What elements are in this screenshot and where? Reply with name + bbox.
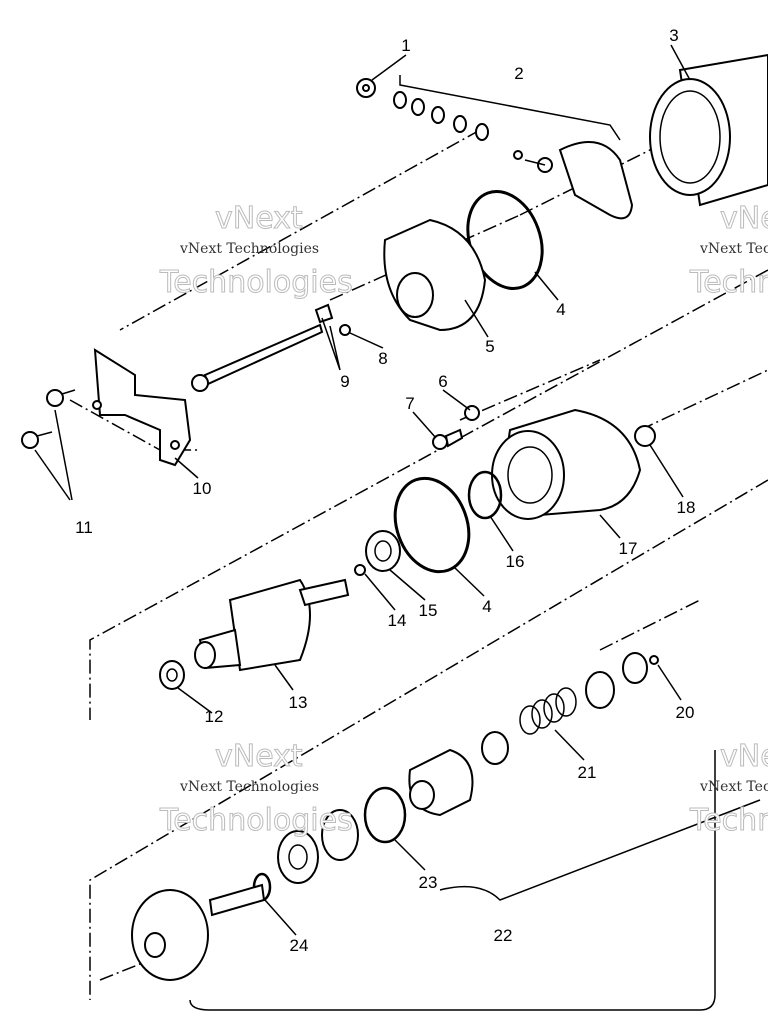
part-spring	[519, 687, 577, 735]
callout-4: 4	[556, 300, 565, 319]
callout-21: 21	[578, 763, 597, 782]
callout-22: 22	[494, 926, 513, 945]
part-armature	[194, 578, 350, 672]
part-washer-9	[314, 303, 334, 324]
part-front-housing	[491, 408, 642, 520]
part-collar	[585, 671, 615, 709]
callout-3: 3	[669, 26, 678, 45]
part-ring-23	[363, 786, 407, 844]
part-retainer	[321, 809, 359, 861]
assembly-axis-lines	[69, 75, 768, 1011]
callout-6: 6	[438, 372, 447, 391]
part-end-cover	[383, 218, 487, 332]
callout-17: 17	[619, 539, 638, 558]
callout-18: 18	[677, 498, 696, 517]
callout-16: 16	[506, 552, 525, 571]
callout-4: 4	[482, 597, 491, 616]
part-washer-8	[339, 324, 351, 336]
part-bearing-15	[365, 530, 401, 572]
callout-10: 10	[193, 479, 212, 498]
callout-11: 11	[75, 518, 93, 537]
callout-8: 8	[378, 349, 387, 368]
callout-leaders	[174, 44, 691, 936]
part-washer-lower	[277, 830, 319, 884]
part-through-bolt	[191, 323, 324, 392]
part-sleeve	[481, 731, 509, 765]
part-washer-14	[354, 564, 366, 576]
watermark-line2: Technologies	[689, 803, 768, 838]
part-bearing-20	[622, 652, 659, 684]
callout-9: 9	[340, 372, 349, 391]
part-o-ring-16	[467, 470, 503, 520]
watermark-line1: vNext	[215, 201, 303, 236]
part-bolts	[21, 389, 76, 501]
watermark-line1: vNext	[720, 201, 768, 236]
part-clutch	[408, 748, 474, 817]
part-nut	[356, 78, 376, 98]
watermark-caption: vNext Technologies	[179, 241, 319, 257]
part-washer-18	[634, 425, 656, 447]
part-bracket	[92, 348, 192, 467]
watermark-line1: vNext	[215, 739, 303, 774]
callout-23: 23	[419, 873, 438, 892]
watermark-line1: vNext	[720, 739, 768, 774]
callout-5: 5	[485, 337, 494, 356]
watermark-caption: vNext Technologies	[699, 241, 768, 257]
part-pinion-gear	[131, 883, 266, 981]
part-o-ring-4b	[393, 476, 471, 574]
part-brush-holder	[513, 141, 634, 220]
part-washer-set	[393, 91, 489, 141]
callout-24: 24	[290, 936, 309, 955]
watermark-caption: vNext Technologies	[699, 779, 768, 795]
part-yoke-housing	[649, 53, 768, 207]
watermark-caption: vNext Technologies	[179, 779, 319, 795]
watermark-line2: Technologies	[689, 265, 768, 300]
callout-20: 20	[676, 703, 695, 722]
callout-12: 12	[205, 707, 224, 726]
callout-13: 13	[289, 693, 308, 712]
callout-2: 2	[514, 64, 523, 83]
part-bearing-12	[159, 660, 185, 690]
part-terminal-bolt	[432, 428, 464, 450]
callout-1: 1	[401, 36, 410, 55]
watermark-line2: Technologies	[159, 803, 353, 838]
callout-7: 7	[405, 394, 414, 413]
callout-14: 14	[388, 611, 407, 630]
watermark-line2: Technologies	[159, 265, 353, 300]
watermark: vNext vNext Technologies Technologies vN…	[159, 201, 768, 839]
callout-15: 15	[419, 601, 438, 620]
